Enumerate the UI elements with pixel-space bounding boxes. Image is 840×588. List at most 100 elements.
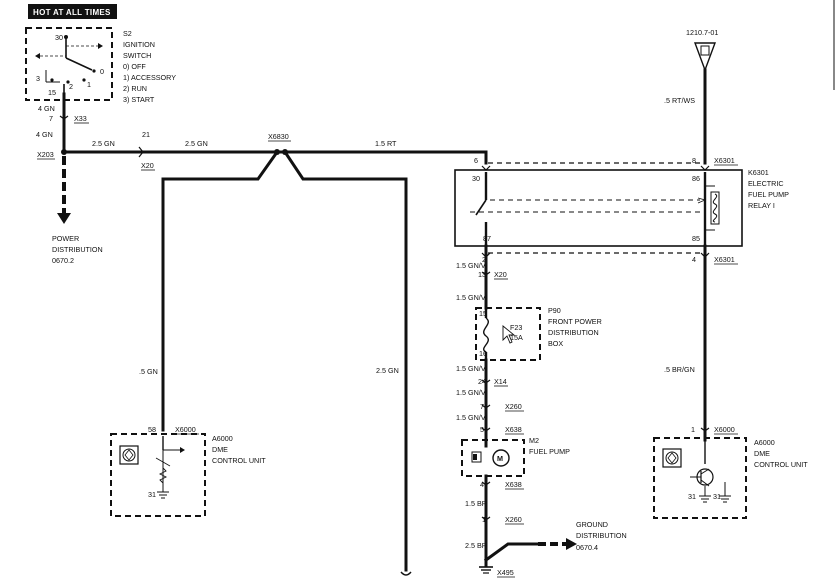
dme-right-line2: CONTROL UNIT bbox=[754, 460, 808, 469]
wire-label-15gnvi-3: 1.5 GN/VI bbox=[456, 364, 488, 373]
connector-x6301-bottom: X6301 bbox=[714, 255, 735, 264]
connector-x33: X33 bbox=[74, 114, 87, 123]
relay-k6301-box bbox=[454, 169, 743, 247]
ignition-position-3: 3) START bbox=[123, 95, 155, 104]
wire-label-25br: 2.5 BR bbox=[465, 541, 487, 550]
ignition-pos-1: 1 bbox=[87, 80, 91, 89]
relay-contact-symbol bbox=[470, 172, 700, 246]
pin-x14: 24 bbox=[478, 377, 486, 386]
ground-dist-line1: GROUND bbox=[576, 520, 608, 529]
pin-x260-a: 7 bbox=[480, 402, 484, 411]
ignition-position-1: 1) ACCESSORY bbox=[123, 73, 176, 82]
pin-x6301-top-right: 8 bbox=[692, 156, 696, 165]
fuse-pin-bottom: 16 bbox=[479, 349, 487, 358]
ground-dist-line2: DISTRIBUTION bbox=[576, 531, 627, 540]
ignition-switch-name-1: IGNITION bbox=[123, 40, 155, 49]
arrow-right-icon bbox=[566, 538, 577, 550]
pin-x20-top: 21 bbox=[142, 130, 150, 139]
pin-x6000-right: 1 bbox=[691, 425, 695, 434]
power-dist-line1: POWER bbox=[52, 234, 79, 243]
fuse-box-line1: FRONT POWER bbox=[548, 317, 602, 326]
connector-x20-top: X20 bbox=[141, 161, 154, 170]
connector-x260-b: X260 bbox=[505, 515, 522, 524]
connector-x495: X495 bbox=[497, 568, 514, 577]
power-dist-line2: DISTRIBUTION bbox=[52, 245, 103, 254]
connector-x6000-right: X6000 bbox=[714, 425, 735, 434]
top-reference: 1210.7-01 bbox=[686, 28, 718, 37]
fuel-pump-motor-label: M bbox=[497, 454, 503, 463]
dme-right-box bbox=[653, 437, 747, 519]
relay-line1: ELECTRIC bbox=[748, 179, 784, 188]
ground-icon bbox=[479, 566, 493, 574]
connector-x6830: X6830 bbox=[268, 132, 289, 141]
splice-x6830-b bbox=[282, 149, 288, 155]
wire-ground bbox=[483, 542, 540, 567]
pin-x6301-bottom-right: 4 bbox=[692, 255, 696, 264]
dme-left-symbol bbox=[119, 436, 185, 499]
fuse-box-p90 bbox=[475, 307, 541, 361]
relay-line2: FUEL PUMP bbox=[748, 190, 789, 199]
arrow-down-icon bbox=[57, 213, 71, 224]
ignition-position-2: 2) RUN bbox=[123, 84, 147, 93]
wire-label-15rt: 1.5 RT bbox=[375, 139, 397, 148]
dme-right-line1: DME bbox=[754, 449, 770, 458]
pin-x6301-bottom-left: 2 bbox=[482, 255, 486, 264]
splice-x6830-a bbox=[274, 149, 280, 155]
dme-left-line2: CONTROL UNIT bbox=[212, 456, 266, 465]
ignition-switch-id: S2 bbox=[123, 29, 132, 38]
ignition-pos-3: 3 bbox=[36, 74, 40, 83]
supply-arrow-icon bbox=[693, 42, 717, 73]
ignition-pos-2: 2 bbox=[69, 82, 73, 91]
wire-label-25gn-b: 2.5 GN bbox=[185, 139, 208, 148]
wire-label-15gnvi-2: 1.5 GN/VI bbox=[456, 293, 488, 302]
connector-x6000-left: X6000 bbox=[175, 425, 196, 434]
relay-id: K6301 bbox=[748, 168, 769, 177]
wire-25gn-right bbox=[284, 152, 408, 572]
wire-label-5rtws: .5 RT/WS bbox=[664, 96, 695, 105]
relay-pin-30: 30 bbox=[472, 174, 480, 183]
wire-label-15gnvi-5: 1.5 GN/VI bbox=[456, 413, 488, 422]
banner-text: HOT AT ALL TIMES bbox=[33, 8, 111, 17]
dme-right-symbol bbox=[662, 440, 731, 503]
ignition-switch-box bbox=[25, 27, 113, 101]
pin-x33: 7 bbox=[49, 114, 53, 123]
fuse-box-id: P90 bbox=[548, 306, 561, 315]
ignition-switch-name-2: SWITCH bbox=[123, 51, 151, 60]
pin-x638-a: 5 bbox=[480, 425, 484, 434]
pin-x638-b: 4 bbox=[480, 480, 484, 489]
ignition-terminal-15: 15 bbox=[48, 88, 56, 97]
connector-x638-b: X638 bbox=[505, 480, 522, 489]
pin-x20-mid: 13 bbox=[478, 270, 486, 279]
fuse-box-line2: DISTRIBUTION bbox=[548, 328, 599, 337]
relay-coil-symbol bbox=[697, 172, 720, 246]
ground-dist-ref: 0670.4 bbox=[576, 543, 598, 552]
connector-x203: X203 bbox=[37, 150, 54, 159]
fuel-pump-symbol bbox=[471, 449, 510, 467]
dme-left-id: A6000 bbox=[212, 434, 233, 443]
pin-x260-b: 1 bbox=[482, 515, 486, 524]
relay-pin-86: 86 bbox=[692, 174, 700, 183]
dme-left-line1: DME bbox=[212, 445, 228, 454]
ignition-pos-0: 0 bbox=[100, 67, 104, 76]
pin-x6301-top-left: 6 bbox=[474, 156, 478, 165]
wire-label-25gn-right: 2.5 GN bbox=[376, 366, 399, 375]
wire-label-4gn-b: 4 GN bbox=[36, 130, 53, 139]
relay-line3: RELAY I bbox=[748, 201, 775, 210]
wire-label-15gnvi-1: 1.5 GN/VI bbox=[456, 261, 488, 270]
wire-dme-left bbox=[161, 152, 278, 432]
fuse-rating: 15A bbox=[510, 333, 523, 342]
ignition-terminal-30: 30 bbox=[55, 33, 63, 42]
connector-x6301-top: X6301 bbox=[714, 156, 735, 165]
connector-x20-mid: X20 bbox=[494, 270, 507, 279]
wire-label-5brgn: .5 BR/GN bbox=[664, 365, 695, 374]
wire-label-15gnvi-4: 1.5 GN/VI bbox=[456, 388, 488, 397]
fuse-id: F23 bbox=[510, 323, 522, 332]
relay-pin-85: 85 bbox=[692, 234, 700, 243]
ignition-position-0: 0) OFF bbox=[123, 62, 146, 71]
dme-left-box bbox=[110, 433, 206, 517]
power-dist-ref: 0670.2 bbox=[52, 256, 74, 265]
fuel-pump-box bbox=[461, 439, 525, 477]
ignition-switch-symbol bbox=[35, 35, 103, 94]
fuse-box-line3: BOX bbox=[548, 339, 563, 348]
